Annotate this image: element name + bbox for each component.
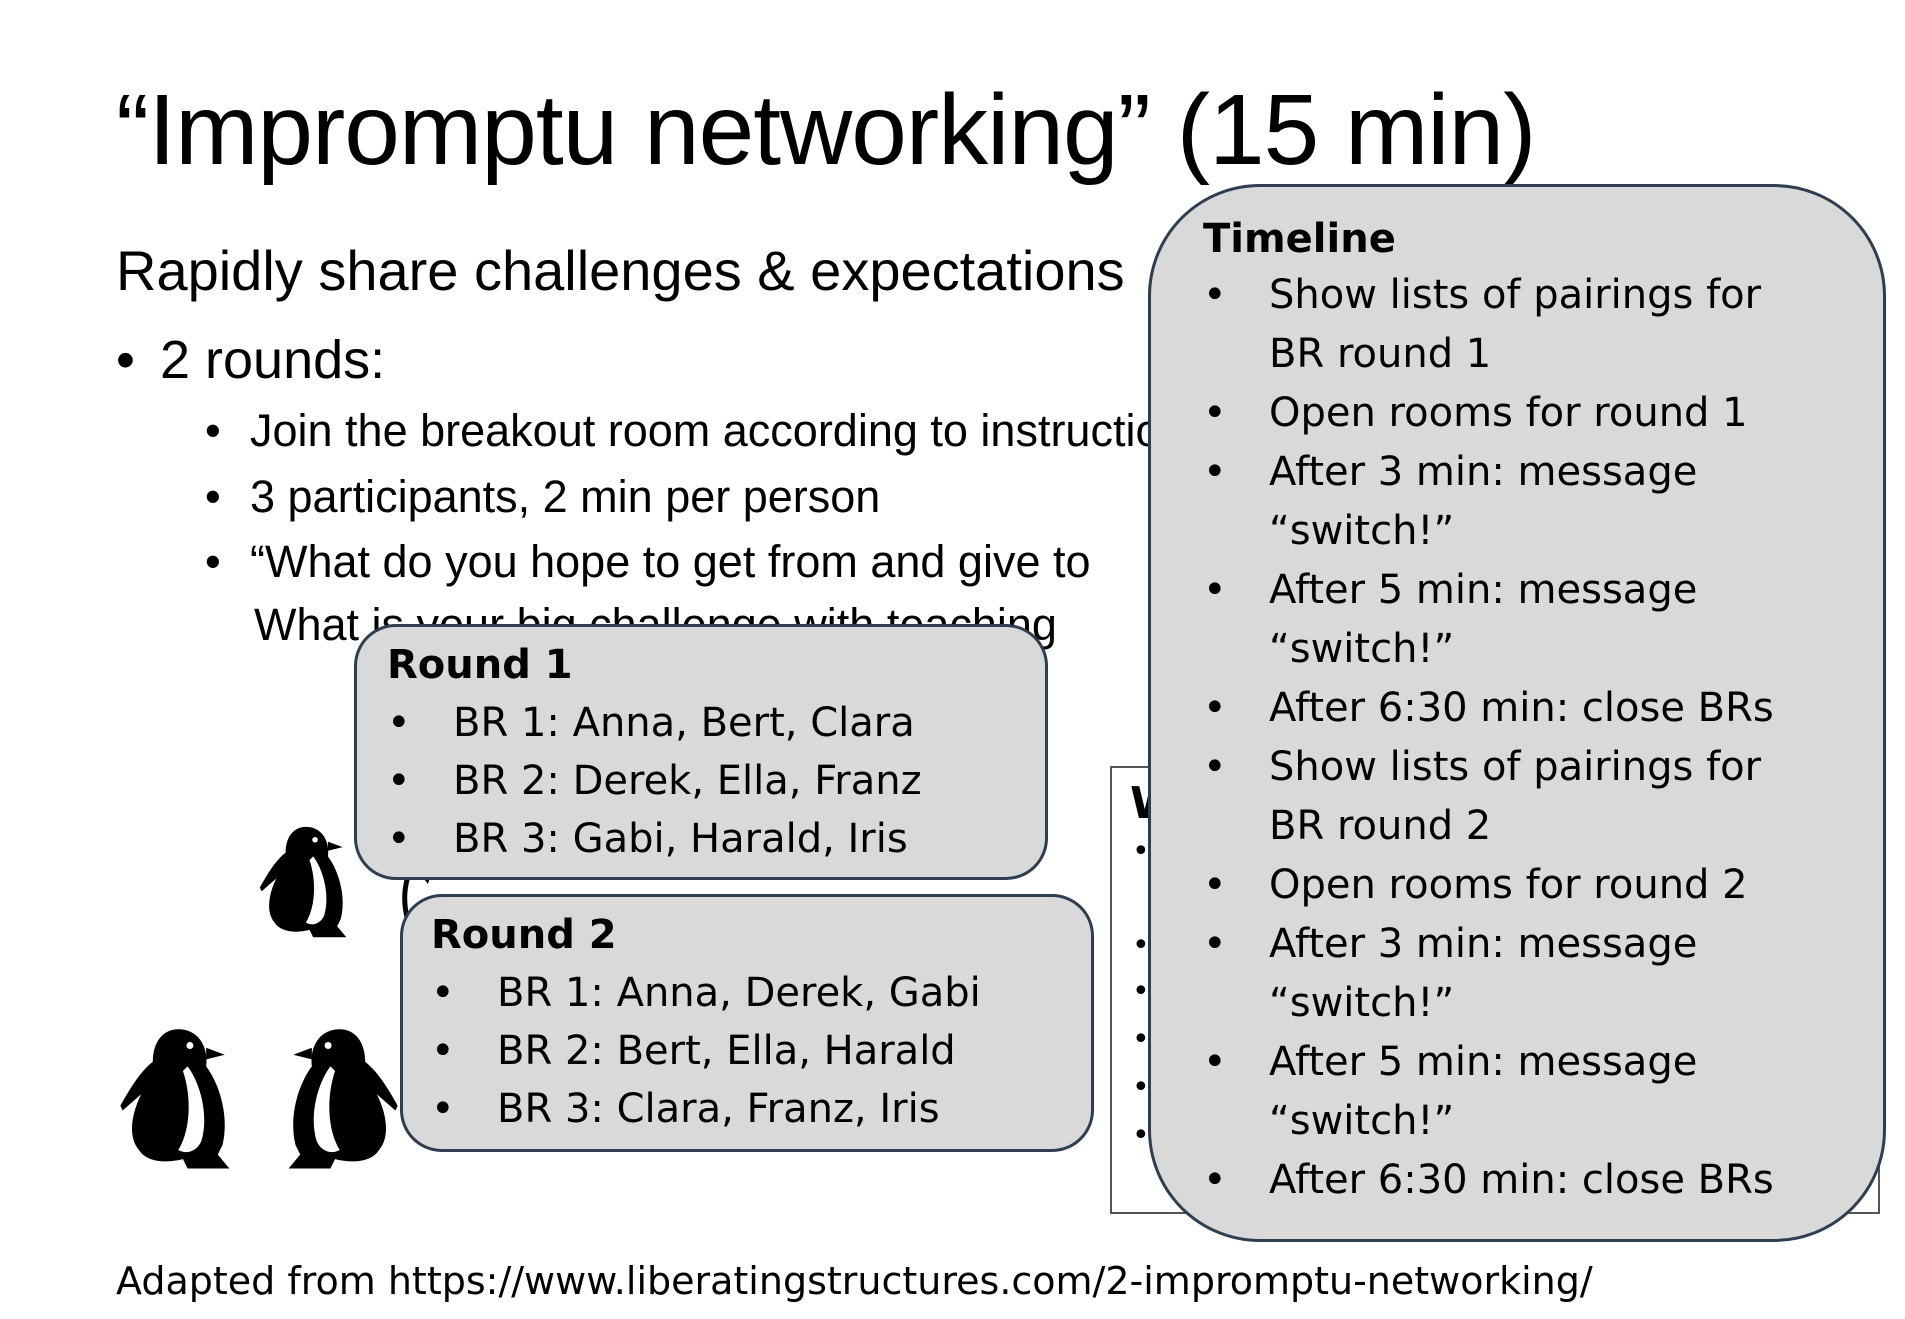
timeline-text: “switch!” — [1269, 508, 1455, 554]
bullet-marker: • — [1132, 974, 1150, 1009]
bullet-marker: • — [431, 1086, 455, 1132]
bullet-marker: • — [387, 758, 411, 804]
timeline-text: “switch!” — [1269, 1098, 1455, 1144]
bullet-marker: • — [205, 471, 221, 522]
bullet-marker: • — [387, 700, 411, 746]
timeline-text: Open rooms for round 2 — [1269, 862, 1748, 908]
breakout-room-text: BR 3: Gabi, Harald, Iris — [453, 816, 908, 862]
timeline-text: Open rooms for round 1 — [1269, 390, 1748, 436]
timeline-text: After 5 min: message — [1269, 1039, 1698, 1085]
timeline-text: Show lists of pairings for — [1269, 272, 1762, 318]
bullet-marker: • — [1203, 1157, 1227, 1203]
timeline-text: “switch!” — [1269, 980, 1455, 1026]
bullet-marker: • — [1203, 567, 1227, 613]
instruction-text: 3 participants, 2 min per person — [250, 471, 881, 522]
round1-title: Round 1 — [387, 642, 573, 688]
bullet-marker: • — [116, 330, 135, 390]
round2-title: Round 2 — [431, 912, 617, 958]
bullet-marker: • — [1132, 1070, 1150, 1105]
bullet-marker: • — [1132, 928, 1150, 963]
breakout-room-text: BR 3: Clara, Franz, Iris — [497, 1086, 940, 1132]
bullet-marker: • — [1203, 744, 1227, 790]
bullet-marker: • — [1203, 685, 1227, 731]
breakout-room-text: BR 1: Anna, Bert, Clara — [453, 700, 915, 746]
timeline-panel: Timeline • Show lists of pairings for BR r… — [1148, 184, 1886, 1242]
slide-title: “Impromptu networking” (15 min) — [116, 74, 1536, 186]
penguin-icon — [259, 826, 347, 938]
bullet-marker: • — [1132, 834, 1150, 869]
instruction-text: “What do you hope to get from and give t… — [250, 536, 1091, 587]
bullet-marker: • — [431, 1028, 455, 1074]
rounds-bullet: • 2 rounds: — [116, 328, 385, 392]
round2-panel: Round 2 • BR 1: Anna, Derek, Gabi • BR 2… — [400, 894, 1094, 1152]
bullet-marker: • — [205, 405, 221, 456]
bullet-marker: • — [1203, 1039, 1227, 1085]
timeline-text: BR round 1 — [1269, 331, 1492, 377]
timeline-text: After 3 min: message — [1269, 921, 1698, 967]
bullet-marker: • — [431, 970, 455, 1016]
breakout-room-text: BR 2: Derek, Ella, Franz — [453, 758, 922, 804]
timeline-text: After 6:30 min: close BRs — [1269, 1157, 1774, 1203]
slide-subtitle: Rapidly share challenges & expectations — [116, 239, 1125, 302]
bullet-marker: • — [1132, 1022, 1150, 1057]
timeline-text: BR round 2 — [1269, 803, 1492, 849]
round1-panel: Round 1 • BR 1: Anna, Bert, Clara • BR 2… — [354, 624, 1048, 880]
breakout-room-text: BR 2: Bert, Ella, Harald — [497, 1028, 956, 1074]
timeline-text: After 3 min: message — [1269, 449, 1698, 495]
source-footer: Adapted from https://www.liberatingstruc… — [116, 1259, 1593, 1303]
bullet-marker: • — [1203, 862, 1227, 908]
breakout-room-text: BR 1: Anna, Derek, Gabi — [497, 970, 981, 1016]
bullet-marker: • — [1203, 449, 1227, 495]
instruction-text: Join the breakout room according to inst… — [250, 405, 1209, 456]
bullet-marker: • — [1203, 272, 1227, 318]
penguin-icon — [288, 1029, 398, 1169]
bullet-marker: • — [205, 536, 221, 587]
timeline-title: Timeline — [1203, 216, 1396, 262]
timeline-text: “switch!” — [1269, 626, 1455, 672]
timeline-text: Show lists of pairings for — [1269, 744, 1762, 790]
penguin-icon — [120, 1029, 230, 1169]
timeline-text: After 5 min: message — [1269, 567, 1698, 613]
bullet-marker: • — [1203, 390, 1227, 436]
bullet-marker: • — [387, 816, 411, 862]
rounds-text: 2 rounds: — [160, 330, 386, 390]
bullet-marker: • — [1132, 1118, 1150, 1153]
bullet-marker: • — [1203, 921, 1227, 967]
timeline-text: After 6:30 min: close BRs — [1269, 685, 1774, 731]
